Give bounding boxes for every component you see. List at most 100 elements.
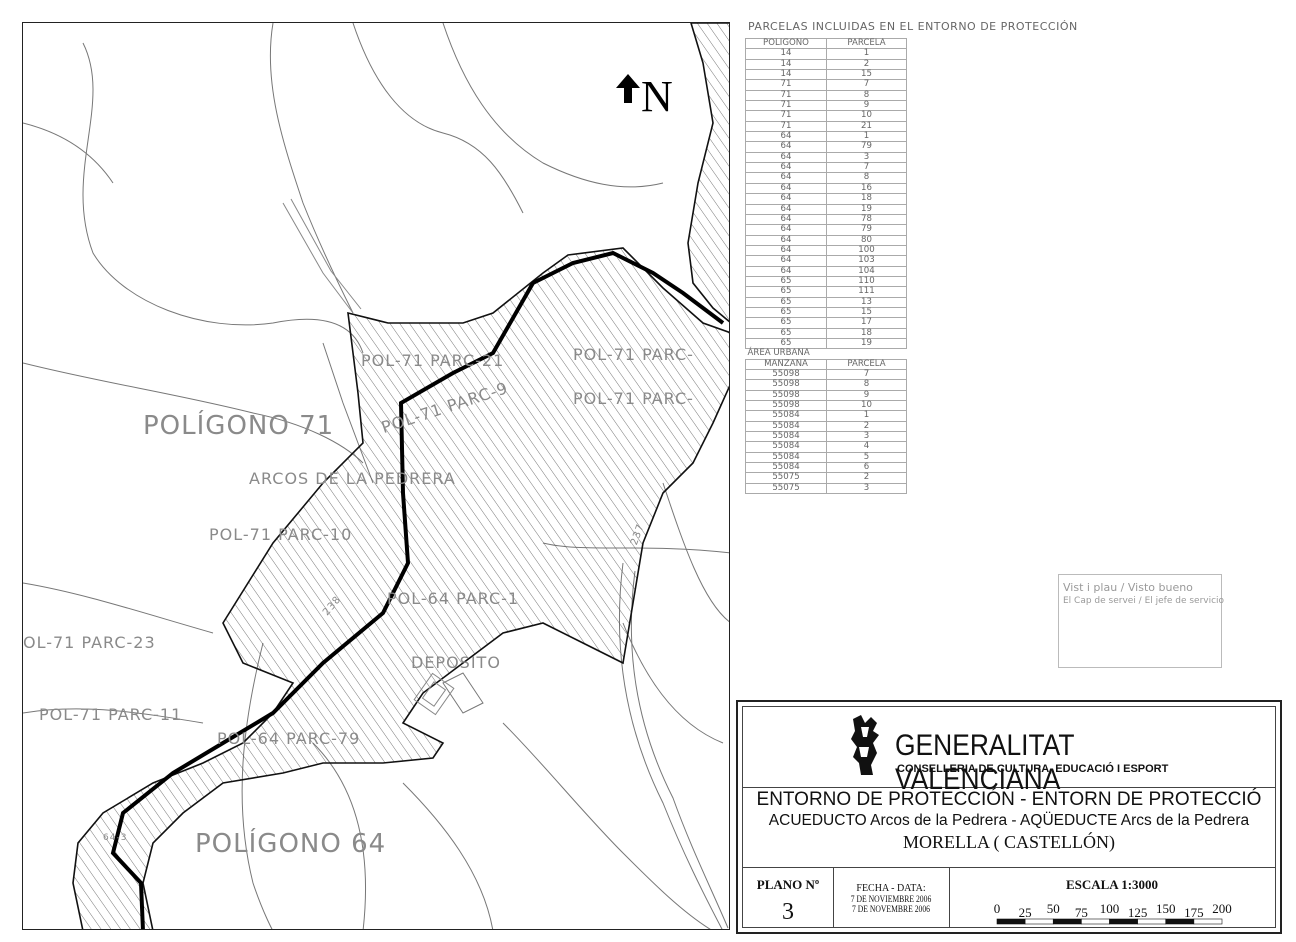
fecha-cell: FECHA - DATA: 7 DE NOVIEMBRE 2006 7 DE N… (833, 867, 950, 927)
parcel-cell: 1 (826, 48, 907, 60)
scale-segment (1193, 918, 1223, 925)
parcel-cell: 13 (826, 296, 907, 308)
parcel-cell: 100 (826, 244, 907, 257)
parcel-cell: 65 (745, 327, 827, 339)
north-label: N (641, 72, 673, 121)
label-pol71-top-right: POL-71 PARC- (573, 345, 694, 364)
urban-cell: 8 (826, 379, 907, 391)
parcel-cell: 64 (745, 193, 827, 205)
parcel-cell: 64 (745, 244, 827, 257)
map-panel: N POLÍGONO 71 POLÍGONO 64 ARCOS DE LA PE… (22, 22, 730, 930)
parcel-cell: 103 (826, 255, 907, 267)
parcel-cell: 65 (745, 296, 827, 308)
parcel-cell: 64 (745, 162, 827, 174)
urban-cell: 3 (826, 482, 907, 495)
scale-tick-label: 100 (1100, 901, 1120, 916)
parcel-cell: 14 (745, 48, 827, 60)
urban-cell: 4 (826, 441, 907, 453)
label-deposito: DEPOSITO (411, 653, 501, 672)
label-pol64-parc79: POL-64 PARC-79 (217, 729, 361, 748)
title-block-inner: GENERALITAT VALENCIANA CONSELLERIA DE CU… (742, 706, 1276, 928)
scale-tick-label: 150 (1156, 901, 1176, 916)
urban-cell: 1 (826, 410, 907, 422)
org-subtitle: CONSELLERIA DE CULTURA, EDUCACIÓ I ESPOR… (897, 763, 1169, 775)
parcel-table-header: POLIGONO PARCELA (745, 37, 907, 50)
parcel-cell: 64 (745, 182, 827, 195)
parcel-cell: 64 (745, 151, 827, 164)
plano-number: 3 (782, 899, 794, 925)
fecha-label: FECHA - DATA: (856, 883, 926, 894)
parcel-cell: 79 (826, 224, 907, 236)
plan-title-3: MORELLA ( CASTELLÓN) (903, 832, 1115, 852)
parcel-cell: 64 (745, 265, 827, 277)
urban-cell: 55084 (745, 420, 827, 433)
scale-tick-label: 175 (1184, 905, 1204, 920)
label-64-3: 64-3 (103, 833, 128, 843)
label-pol64-parc1: POL-64 PARC-1 (387, 589, 520, 608)
parcel-cell: 10 (826, 110, 907, 122)
urban-cell: 6 (826, 462, 907, 474)
col-header-manzana: MANZANA (745, 358, 827, 371)
north-arrow-stem (624, 87, 632, 103)
parcel-cell: 71 (745, 110, 827, 122)
col-header-parcela-urban: PARCELA (826, 358, 907, 371)
urban-cell: 55084 (745, 441, 827, 453)
label-poligono-64: POLÍGONO 64 (195, 829, 387, 859)
title-block-bottom: PLANO Nº 3 FECHA - DATA: 7 DE NOVIEMBRE … (743, 867, 1275, 927)
label-poligono-71: POLÍGONO 71 (143, 411, 335, 441)
scale-tick-label: 25 (1019, 905, 1032, 920)
map-drawing (23, 23, 729, 929)
parcel-cell: 2 (826, 58, 907, 71)
urban-cell: 5 (826, 451, 907, 464)
logo-area: GENERALITAT VALENCIANA CONSELLERIA DE CU… (743, 707, 1275, 796)
parcel-cell: 8 (826, 172, 907, 184)
parcel-cell: 3 (826, 151, 907, 164)
parcel-table-title: PARCELAS INCLUIDAS EN EL ENTORNO DE PROT… (748, 20, 1078, 33)
approval-box: Vist i plau / Visto bueno El Cap de serv… (1058, 574, 1224, 668)
fecha-value-1: 7 DE NOVIEMBRE 2006 (850, 894, 932, 904)
urban-cell: 2 (826, 472, 907, 484)
urban-cell: 55084 (745, 451, 827, 464)
parcel-cell: 19 (826, 203, 907, 215)
label-pol71-parc21: POL-71 PARC-21 (361, 351, 505, 370)
urban-cell: 9 (826, 389, 907, 402)
parcel-cell: 71 (745, 79, 827, 91)
parcel-cell: 65 (745, 275, 827, 288)
parcel-cell: 14 (745, 69, 827, 81)
scale-tick-label: 50 (1047, 901, 1060, 916)
parcel-cell: 16 (826, 182, 907, 195)
parcel-cell: 21 (826, 120, 907, 133)
parcel-cell: 110 (826, 275, 907, 288)
label-pol71-parc11: POL-71 PARC-11 (39, 705, 183, 724)
urban-cell: 3 (826, 431, 907, 443)
